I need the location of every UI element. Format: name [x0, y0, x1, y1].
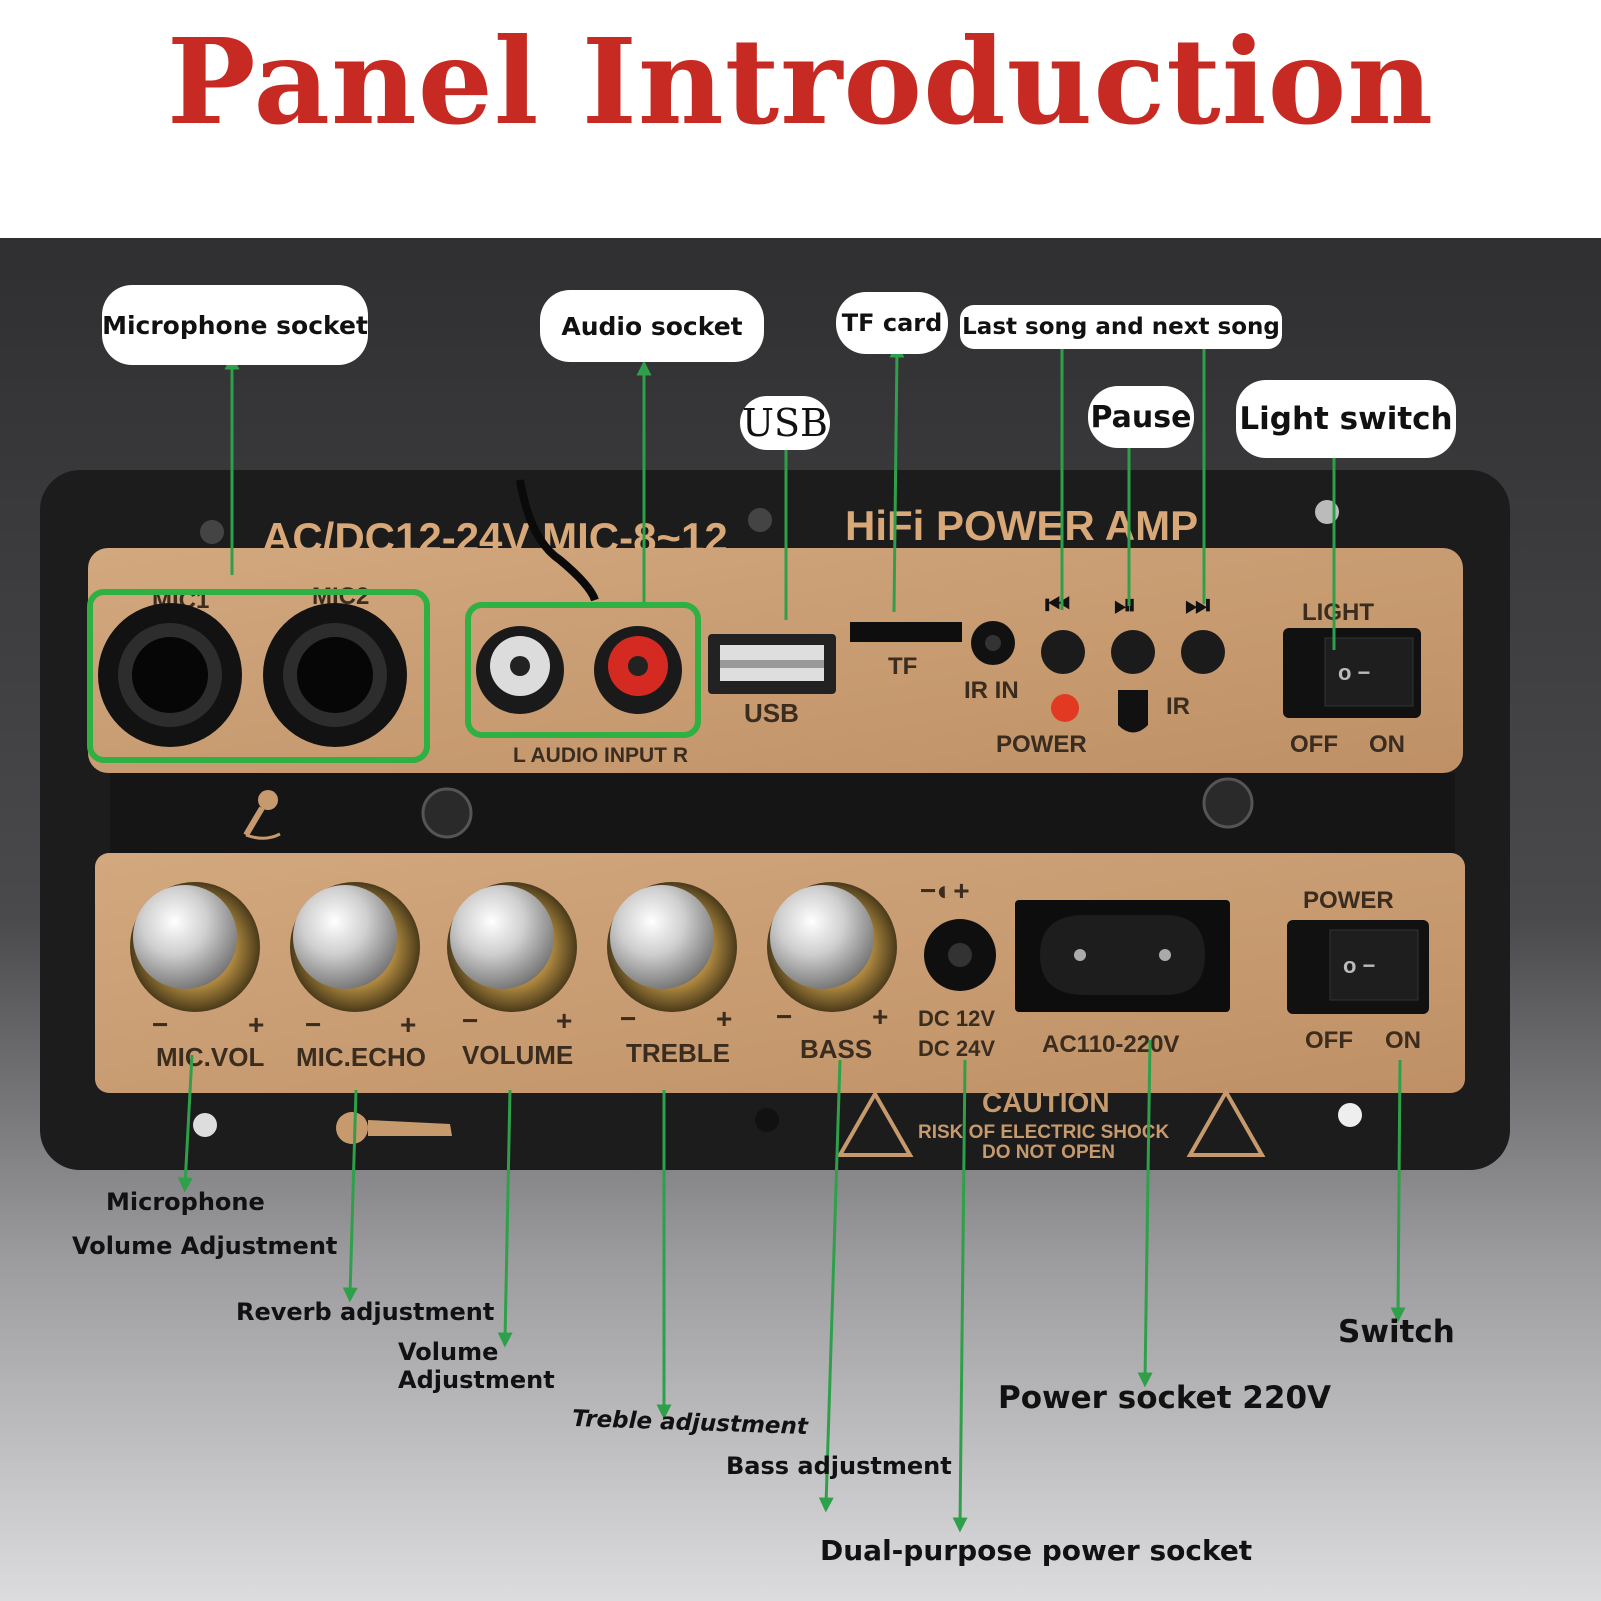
- callout-tf-card: TF card: [836, 292, 948, 354]
- page-title: Panel Introduction: [166, 12, 1435, 151]
- minus-mark: −: [776, 1001, 792, 1032]
- warning-triangle-icon: [1186, 1087, 1266, 1157]
- dc-12v-label: DC 12V: [918, 1006, 995, 1031]
- knob-volume[interactable]: [447, 882, 577, 1012]
- next-button[interactable]: [1181, 630, 1225, 674]
- label-volume-2: Adjustment: [398, 1366, 555, 1394]
- mount-hole: [193, 1113, 217, 1137]
- callout-pause: Pause: [1088, 386, 1194, 448]
- minus-mark: −: [462, 1005, 478, 1036]
- caution-title: CAUTION: [982, 1087, 1110, 1118]
- knob-label: MIC.VOL: [156, 1042, 264, 1072]
- audio-socket-highlight: [465, 602, 701, 738]
- svg-text:o −: o −: [1343, 953, 1375, 978]
- label-switch: Switch: [1338, 1314, 1455, 1350]
- power-led: [1051, 694, 1079, 722]
- knob-bass[interactable]: [767, 882, 897, 1012]
- caution-line1: RISK OF ELECTRIC SHOCK: [918, 1122, 1170, 1143]
- label-power-socket: Power socket 220V: [998, 1380, 1332, 1416]
- mount-hole: [755, 1108, 779, 1132]
- mic2-jack[interactable]: [263, 603, 407, 747]
- dc-power-jack-pin: [948, 943, 972, 967]
- power-off-label: OFF: [1305, 1027, 1353, 1054]
- callout-last-next-song: Last song and next song: [960, 305, 1282, 349]
- previous-track-icon: ⏮: [1045, 589, 1070, 620]
- mount-hole: [200, 520, 224, 544]
- power-switch-label: POWER: [1303, 887, 1394, 914]
- ac-voltage-label: AC110-220V: [1042, 1031, 1179, 1058]
- light-on-label: ON: [1369, 731, 1405, 758]
- plus-mark: +: [872, 1001, 888, 1032]
- dc-24v-label: DC 24V: [918, 1036, 995, 1061]
- screw: [1202, 777, 1254, 829]
- microphone-icon: [243, 790, 281, 840]
- ir-in-jack-hole: [985, 635, 1001, 651]
- light-rocker-switch[interactable]: o −: [1283, 628, 1421, 718]
- ir-in-label: IR IN: [964, 677, 1019, 704]
- callout-light-switch: Light switch: [1236, 380, 1456, 458]
- light-off-label: OFF: [1290, 731, 1338, 758]
- middle-strip: [110, 773, 1455, 853]
- knob-label: BASS: [800, 1034, 872, 1064]
- screw: [421, 787, 473, 839]
- microphone-logo-icon: [336, 1112, 452, 1144]
- usb-port[interactable]: [708, 634, 836, 694]
- label-mic-volume-2: Volume Adjustment: [72, 1232, 338, 1260]
- callout-audio-socket: Audio socket: [540, 290, 764, 362]
- play-pause-icon: ⏯: [1114, 589, 1136, 620]
- mount-hole: [748, 508, 772, 532]
- next-track-icon: ⏭: [1185, 589, 1210, 620]
- ir-label: IR: [1166, 693, 1190, 720]
- label-mic-volume-1: Microphone: [106, 1188, 265, 1216]
- label-volume-1: Volume: [398, 1338, 499, 1366]
- svg-text:o −: o −: [1338, 660, 1370, 685]
- audio-input-label: L AUDIO INPUT R: [513, 744, 688, 767]
- ir-receiver: [1118, 690, 1148, 733]
- warning-triangle-icon: [836, 1089, 914, 1157]
- previous-button[interactable]: [1041, 630, 1085, 674]
- usb-label: USB: [744, 698, 799, 728]
- callout-microphone-socket: Microphone socket: [102, 285, 368, 365]
- power-led-label: POWER: [996, 731, 1087, 758]
- plus-mark: +: [716, 1003, 732, 1034]
- plus-mark: +: [556, 1005, 572, 1036]
- rca-right-jack[interactable]: [594, 626, 682, 714]
- rca-left-jack[interactable]: [476, 626, 564, 714]
- knob-mic-echo[interactable]: [290, 882, 420, 1012]
- mic-socket-highlight: [87, 589, 430, 763]
- knob-label: TREBLE: [626, 1038, 730, 1068]
- dc-polarity-label: −◐+: [920, 875, 970, 906]
- minus-mark: −: [305, 1009, 321, 1040]
- tf-slot[interactable]: [850, 622, 962, 642]
- knob-treble[interactable]: [607, 882, 737, 1012]
- label-reverb: Reverb adjustment: [236, 1298, 495, 1326]
- ac-power-socket[interactable]: [1015, 900, 1230, 1012]
- plus-mark: +: [248, 1009, 264, 1040]
- caution-line2: DO NOT OPEN: [982, 1142, 1115, 1163]
- label-dual-power: Dual-purpose power socket: [820, 1534, 1253, 1567]
- mic1-jack[interactable]: [98, 603, 242, 747]
- annotation-arrows: [177, 330, 1406, 1533]
- mount-hole: [1338, 1103, 1362, 1127]
- label-bass: Bass adjustment: [726, 1452, 952, 1480]
- power-rocker-switch[interactable]: o −: [1287, 920, 1429, 1014]
- pause-button[interactable]: [1111, 630, 1155, 674]
- minus-mark: −: [152, 1009, 168, 1040]
- knob-label: MIC.ECHO: [296, 1042, 426, 1072]
- black-cable: [516, 479, 599, 602]
- knob-label: VOLUME: [462, 1040, 573, 1070]
- callout-usb: USB: [740, 396, 830, 450]
- plus-mark: +: [400, 1009, 416, 1040]
- minus-mark: −: [620, 1003, 636, 1034]
- panel-header-right: HiFi POWER AMP: [845, 502, 1198, 549]
- light-label: LIGHT: [1302, 599, 1374, 626]
- power-on-label: ON: [1385, 1027, 1421, 1054]
- tf-label: TF: [888, 653, 917, 680]
- knob-mic-vol[interactable]: [130, 882, 260, 1012]
